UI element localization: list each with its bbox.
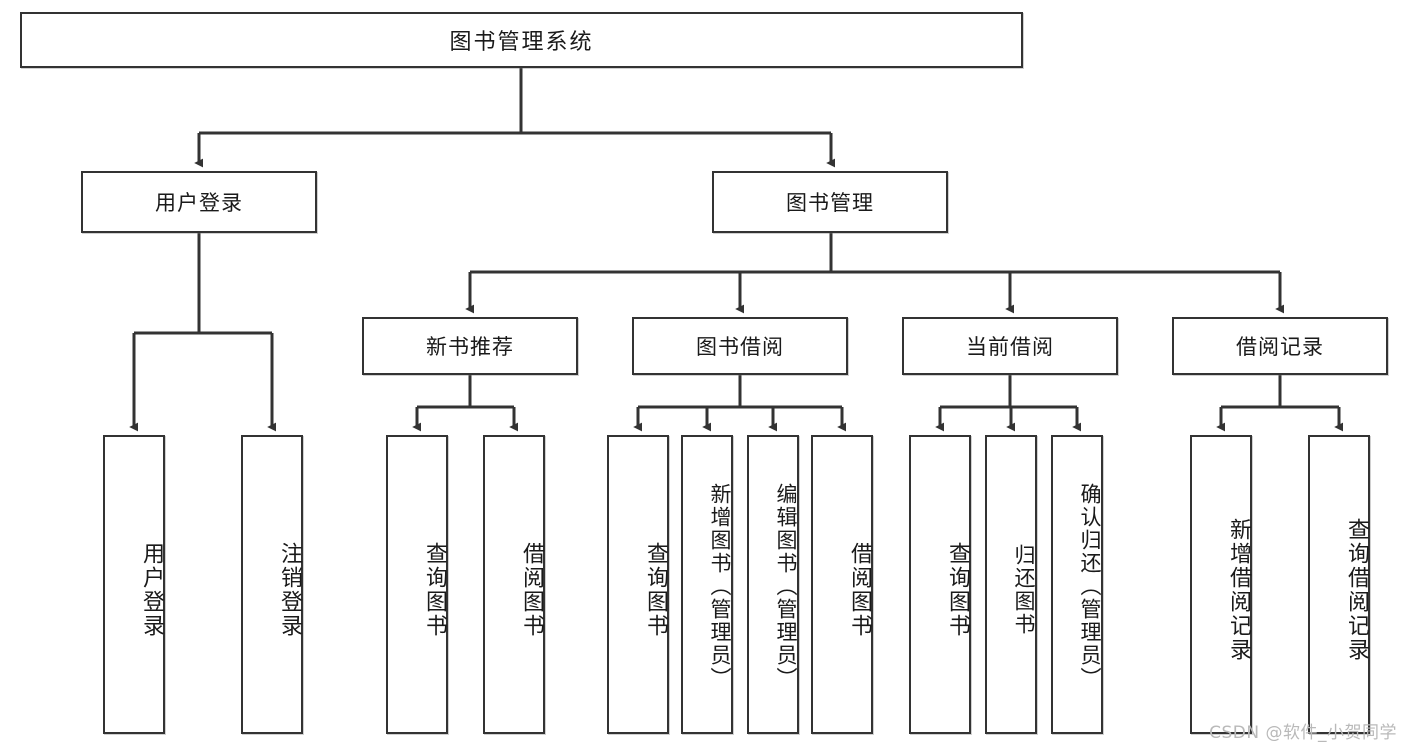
node-book-manage-label: 图书管理 <box>786 191 874 215</box>
node-leaf-add-borrow-record-label: 新增借阅记录 <box>1226 517 1251 662</box>
node-leaf-confirm-return-admin-label: 确认归还（管理员） <box>1078 483 1102 690</box>
node-leaf-logout-login-label: 注销登录 <box>277 541 302 638</box>
node-leaf-user-login[interactable]: 用户登录 <box>103 435 165 734</box>
node-leaf-return-book-label: 归还图书 <box>1012 543 1036 636</box>
node-current-borrow-label: 当前借阅 <box>966 335 1054 359</box>
node-leaf-query-book-current[interactable]: 查询图书 <box>909 435 971 734</box>
node-leaf-user-login-label: 用户登录 <box>139 541 164 638</box>
node-leaf-query-book-rec[interactable]: 查询图书 <box>386 435 448 734</box>
node-leaf-logout-login[interactable]: 注销登录 <box>241 435 303 734</box>
node-leaf-borrow-book-borrow[interactable]: 借阅图书 <box>811 435 873 734</box>
node-current-borrow[interactable]: 当前借阅 <box>902 317 1118 375</box>
node-book-borrow[interactable]: 图书借阅 <box>632 317 848 375</box>
node-leaf-return-book[interactable]: 归还图书 <box>985 435 1037 734</box>
node-root-label: 图书管理系统 <box>449 30 594 55</box>
node-borrow-record-label: 借阅记录 <box>1236 335 1324 359</box>
node-leaf-query-book-rec-label: 查询图书 <box>422 541 447 638</box>
node-leaf-confirm-return-admin[interactable]: 确认归还（管理员） <box>1051 435 1103 734</box>
node-leaf-borrow-book-borrow-label: 借阅图书 <box>847 541 872 638</box>
node-user-login-label: 用户登录 <box>155 191 243 215</box>
node-leaf-borrow-book-rec[interactable]: 借阅图书 <box>483 435 545 734</box>
node-book-manage[interactable]: 图书管理 <box>712 171 948 233</box>
node-leaf-query-borrow-record[interactable]: 查询借阅记录 <box>1308 435 1370 734</box>
node-leaf-edit-book-admin[interactable]: 编辑图书（管理员） <box>747 435 799 734</box>
node-book-borrow-label: 图书借阅 <box>696 335 784 359</box>
node-leaf-borrow-book-rec-label: 借阅图书 <box>519 541 544 638</box>
node-root[interactable]: 图书管理系统 <box>20 12 1023 68</box>
node-leaf-query-book-borrow-label: 查询图书 <box>643 541 668 638</box>
node-borrow-record[interactable]: 借阅记录 <box>1172 317 1388 375</box>
node-new-book-rec-label: 新书推荐 <box>426 335 514 359</box>
node-leaf-edit-book-admin-label: 编辑图书（管理员） <box>774 483 798 690</box>
node-leaf-query-book-borrow[interactable]: 查询图书 <box>607 435 669 734</box>
node-leaf-query-book-current-label: 查询图书 <box>945 541 970 638</box>
node-user-login[interactable]: 用户登录 <box>81 171 317 233</box>
node-new-book-rec[interactable]: 新书推荐 <box>362 317 578 375</box>
node-leaf-add-borrow-record[interactable]: 新增借阅记录 <box>1190 435 1252 734</box>
node-leaf-add-book-admin[interactable]: 新增图书（管理员） <box>681 435 733 734</box>
csdn-watermark: CSDN @软件_小贺同学 <box>1209 723 1397 743</box>
node-leaf-query-borrow-record-label: 查询借阅记录 <box>1344 517 1369 662</box>
node-leaf-add-book-admin-label: 新增图书（管理员） <box>708 483 732 690</box>
